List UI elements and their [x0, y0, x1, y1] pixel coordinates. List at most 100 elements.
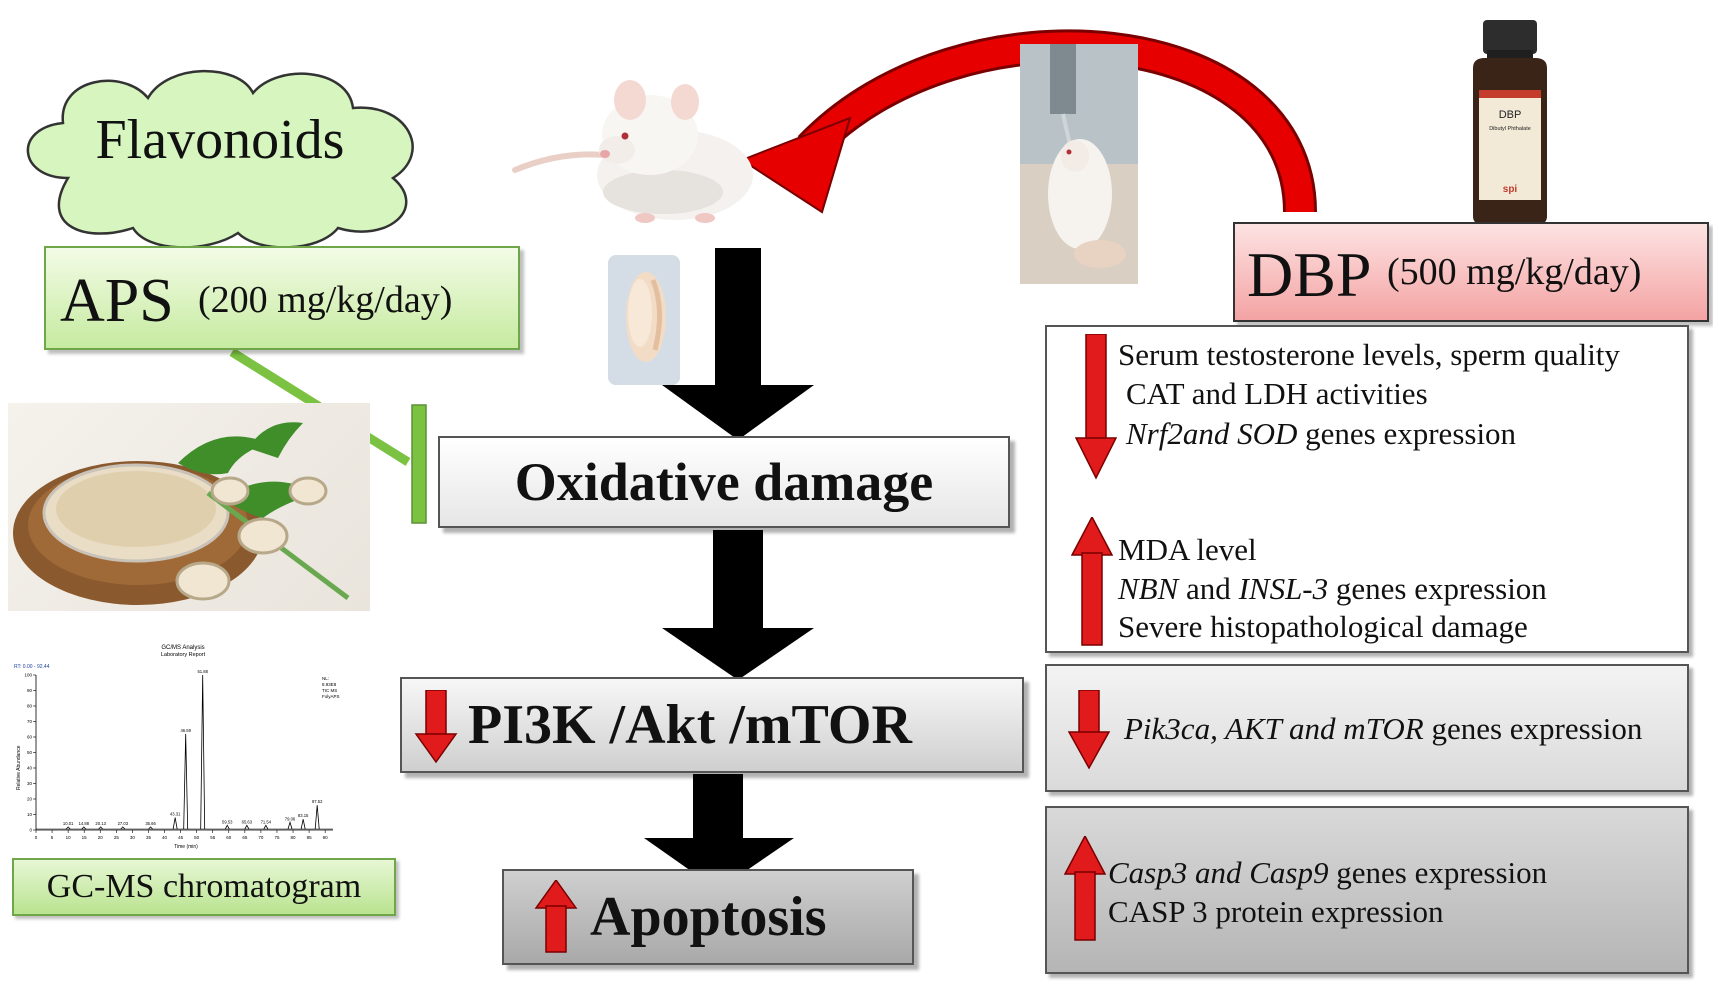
gcms-x-tick-label: 75 — [274, 835, 280, 840]
gcms-x-tick-label: 70 — [258, 835, 264, 840]
gcms-y-tick-label: 70 — [27, 719, 33, 724]
gcms-peak-label: 10.01 — [63, 821, 74, 826]
gcms-peak-label: 51.88 — [197, 669, 208, 674]
gcms-peak-label: 79.06 — [285, 816, 296, 821]
effects-panel-oxidative — [1045, 325, 1689, 653]
herb-powder-photo — [8, 403, 370, 611]
gcms-label: GC-MS chromatogram — [12, 858, 396, 916]
gcms-chromatogram: GC/MS Analysis Laboratory Report RT: 0.0… — [8, 640, 353, 850]
gcms-peak-label: 87.52 — [312, 799, 323, 804]
dbp-box: DBP (500 mg/kg/day) — [1233, 222, 1709, 322]
gcms-peak — [120, 826, 126, 830]
gcms-x-tick-label: 50 — [194, 835, 200, 840]
aps-box: APS (200 mg/kg/day) — [44, 246, 520, 350]
down-arrow-icon — [662, 248, 814, 440]
gcms-peak — [300, 819, 306, 830]
apoptosis-box: Apoptosis — [502, 869, 914, 965]
gcms-peak-label: 83.15 — [298, 813, 309, 818]
gcms-peak — [287, 820, 293, 830]
bottle-logo: spi — [1503, 184, 1518, 195]
dbp-name: DBP — [1247, 239, 1372, 310]
gcms-info-line: FolyAPS — [322, 694, 340, 699]
gcms-y-tick-label: 0 — [29, 828, 32, 833]
gcms-peak-label: 20.13 — [95, 821, 106, 826]
effect-text: CASP 3 protein expression — [1108, 894, 1444, 929]
effect-text: Severe histopathological damage — [1118, 609, 1528, 644]
down-arrow-icon — [662, 530, 814, 680]
apoptosis-label: Apoptosis — [590, 886, 827, 948]
gcms-x-tick-label: 35 — [146, 835, 152, 840]
effect-text: Casp3 and Casp9 genes expression — [1108, 855, 1548, 890]
gcms-x-tick-label: 55 — [210, 835, 216, 840]
gcms-rt-range: RT: 0.00 - 92.44 — [14, 664, 50, 670]
gcms-x-tick-label: 45 — [178, 835, 184, 840]
up-arrow-icon — [1064, 836, 1106, 941]
gcms-peak-label: 14.88 — [79, 821, 90, 826]
effect-text: MDA level — [1118, 532, 1257, 567]
gcms-peak-label: 35.66 — [145, 821, 156, 826]
gcms-x-tick-label: 15 — [82, 835, 88, 840]
gcms-peak-label: 59.53 — [222, 819, 233, 824]
pi3k-akt-mtor-box: PI3K /Akt /mTOR — [400, 677, 1024, 773]
up-arrow-icon — [534, 880, 578, 953]
gcms-peak — [314, 805, 320, 830]
gcms-peak — [244, 824, 250, 830]
gcms-peak-label: 46.59 — [180, 728, 191, 733]
down-arrow-icon — [644, 774, 794, 890]
oxidative-damage-label: Oxidative damage — [514, 452, 934, 512]
gcms-peak — [65, 826, 71, 830]
gcms-info-line: NL: — [322, 676, 329, 681]
gcms-subtitle: Laboratory Report — [161, 652, 206, 658]
effect-text: CAT and LDH activities — [1126, 376, 1428, 411]
pi3k-akt-mtor-label: PI3K /Akt /mTOR — [468, 694, 912, 756]
gcms-peak — [148, 826, 153, 830]
gcms-x-tick-label: 80 — [291, 835, 297, 840]
gcms-info-line: 8.93E8 — [322, 682, 337, 687]
gcms-y-tick-label: 90 — [27, 688, 33, 693]
gcms-title: GC/MS Analysis — [161, 645, 204, 651]
gcms-peak — [263, 824, 269, 830]
dbp-dose: (500 mg/kg/day) — [1387, 251, 1642, 293]
effects-panel-pathway — [1045, 664, 1689, 792]
gcms-y-tick-label: 20 — [27, 797, 33, 802]
gcms-x-tick-label: 85 — [307, 835, 313, 840]
gcms-x-tick-label: 60 — [226, 835, 232, 840]
gcms-x-tick-label: 90 — [323, 835, 329, 840]
gcms-peak — [224, 824, 230, 830]
gcms-x-tick-label: 10 — [66, 835, 72, 840]
aps-dose: (200 mg/kg/day) — [198, 279, 453, 321]
gcms-x-tick-label: 20 — [98, 835, 104, 840]
gcms-x-tick-label: 0 — [35, 835, 38, 840]
gcms-x-tick-label: 25 — [114, 835, 120, 840]
up-arrow-icon — [1071, 517, 1113, 646]
gcms-peak-label: 71.54 — [261, 819, 272, 824]
inhibition-bar-icon — [411, 404, 427, 524]
gcms-ylabel: Relative Abundance — [16, 745, 22, 790]
down-arrow-icon — [1068, 690, 1110, 770]
oxidative-damage-box: Oxidative damage — [438, 436, 1010, 528]
effect-text: Serum testosterone levels, sperm quality — [1118, 337, 1620, 372]
gcms-y-tick-label: 30 — [27, 781, 33, 786]
gcms-peak-label: 43.31 — [170, 812, 181, 817]
flavonoids-label: Flavonoids — [95, 109, 345, 171]
gcms-xlabel: Time (min) — [174, 844, 198, 850]
gcms-peak — [183, 733, 189, 830]
gcms-y-tick-label: 100 — [24, 673, 32, 678]
gcms-peak — [98, 826, 103, 830]
oral-gavage-photo — [1020, 44, 1138, 284]
effect-text: Pik3ca, AKT and mTOR genes expression — [1124, 711, 1643, 746]
gcms-peak-label: 65.63 — [242, 819, 253, 824]
gcms-info-line: TIC MS — [322, 688, 337, 693]
testis-photo — [608, 255, 680, 385]
gcms-x-tick-label: 65 — [242, 835, 248, 840]
gcms-y-tick-label: 80 — [27, 704, 33, 709]
gcms-x-tick-label: 40 — [162, 835, 168, 840]
aps-name: APS — [60, 267, 174, 335]
gcms-peak — [200, 674, 206, 830]
gcms-y-tick-label: 40 — [27, 766, 33, 771]
down-arrow-icon — [1075, 334, 1117, 480]
